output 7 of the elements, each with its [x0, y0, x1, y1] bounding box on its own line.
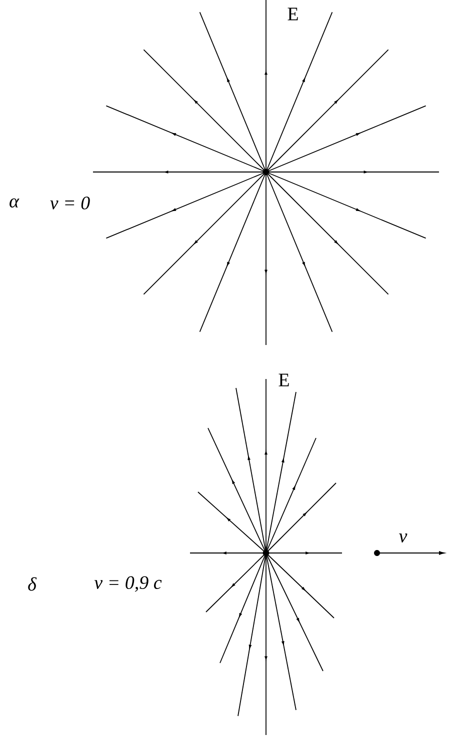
panel-label: α — [10, 198, 20, 208]
field-label: E — [288, 8, 298, 20]
velocity-label: v = 0,9 c — [94, 576, 162, 592]
velocity-label: v — [399, 534, 408, 542]
field-label: E — [278, 374, 289, 386]
panel-label: δ — [28, 577, 37, 591]
velocity-label: v = 0 — [50, 196, 90, 210]
